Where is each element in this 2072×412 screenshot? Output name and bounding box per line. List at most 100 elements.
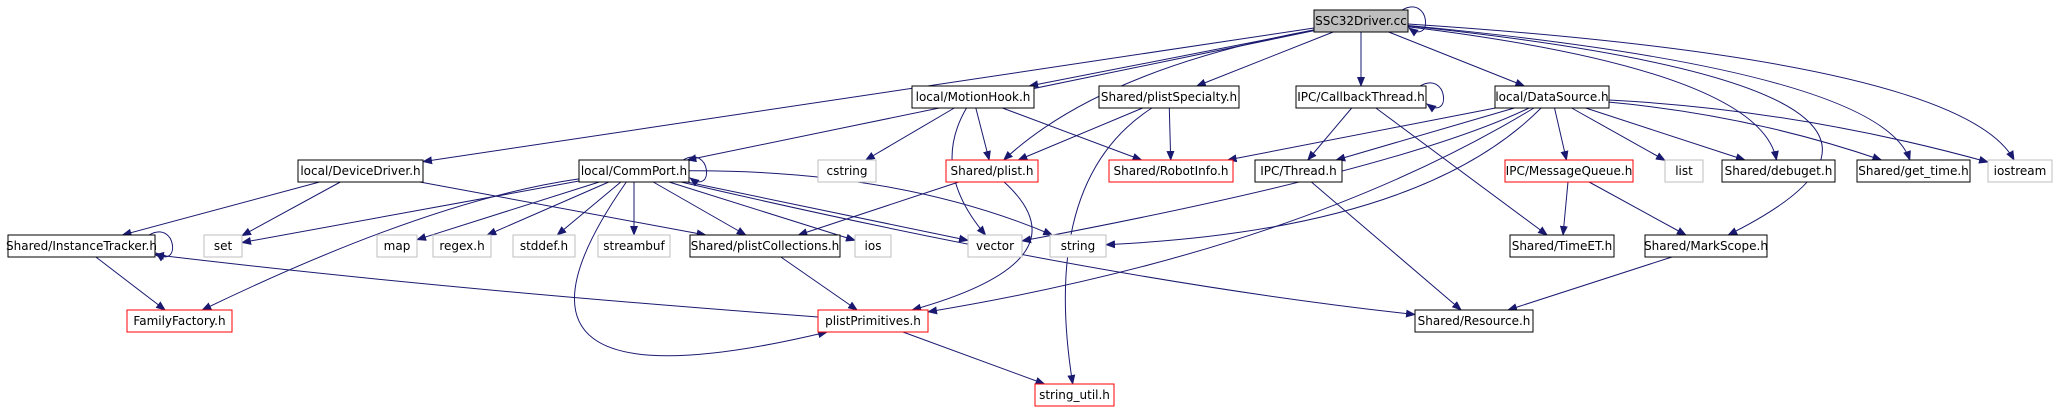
- node-label: plistPrimitives.h: [825, 314, 921, 328]
- node-box: [126, 309, 233, 333]
- node-box: [297, 159, 424, 183]
- node-box: [1295, 85, 1427, 109]
- node-box: [1509, 234, 1615, 258]
- node-local-devicedriver-h[interactable]: local/DeviceDriver.h: [297, 159, 424, 183]
- node-box: [376, 234, 418, 258]
- node-vector: vector: [967, 234, 1023, 258]
- node-label: IPC/MessageQueue.h: [1506, 164, 1633, 178]
- node-box: [1108, 159, 1234, 183]
- node-label: Shared/RobotInfo.h: [1113, 164, 1228, 178]
- edge-ssc32driver_cc-to-local_datasource_h: [1388, 31, 1526, 87]
- node-label: Shared/InstanceTracker.h: [6, 239, 157, 253]
- node-box: [432, 234, 492, 258]
- edge-layer: [95, 6, 2015, 385]
- edge-local_motionhook_h-to-shared_plist_h: [975, 107, 991, 161]
- node-box: [1254, 159, 1343, 183]
- node-local-commport-h[interactable]: local/CommPort.h: [578, 159, 690, 183]
- node-label: set: [214, 239, 233, 253]
- edge-local_datasource_h-to-ipc_messagequeue_h: [1554, 107, 1569, 161]
- node-local-datasource-h[interactable]: local/DataSource.h: [1494, 85, 1610, 109]
- node-shared-plist-h[interactable]: Shared/plist.h: [945, 159, 1039, 183]
- node-label: Shared/MarkScope.h: [1644, 239, 1768, 253]
- edge-ipc_messagequeue_h-to-shared_markscope_h: [1588, 181, 1687, 236]
- node-shared-debuget-h[interactable]: Shared/debuget.h: [1721, 159, 1836, 183]
- edge-local_datasource_h-to-list: [1571, 107, 1666, 161]
- edge-shared_plistspecialty_h-to-string_util_h: [1064, 107, 1153, 385]
- node-box: [854, 234, 892, 258]
- node-label: Shared/debuget.h: [1725, 164, 1833, 178]
- node-shared-robotinfo-h[interactable]: Shared/RobotInfo.h: [1108, 159, 1234, 183]
- edge-local_datasource_h-to-shared_debuget_h: [1585, 107, 1746, 162]
- edge-ssc32driver_cc-to-shared_markscope_h: [1407, 25, 1823, 236]
- edge-local_datasource_h-to-string: [1105, 107, 1542, 249]
- edge-ipc_messagequeue_h-to-shared_timeet_h: [1559, 181, 1569, 236]
- node-ipc-thread-h[interactable]: IPC/Thread.h: [1254, 159, 1343, 183]
- node-box: [1721, 159, 1836, 183]
- node-shared-get-time-h[interactable]: Shared/get_time.h: [1856, 159, 1971, 183]
- node-ssc32driver-cc[interactable]: SSC32Driver.cc: [1313, 9, 1409, 33]
- edge-local_commport_h-to-vector: [686, 181, 969, 243]
- node-box: [817, 159, 877, 183]
- node-box: [1664, 159, 1704, 183]
- node-local-motionhook-h[interactable]: local/MotionHook.h: [911, 85, 1035, 109]
- node-label: map: [384, 239, 411, 253]
- node-box: [817, 309, 929, 333]
- edge-ssc32driver_cc-to-local_devicedriver_h: [422, 27, 1315, 165]
- node-label: IPC/Thread.h: [1260, 164, 1337, 178]
- node-shared-plistcollections-h[interactable]: Shared/plistCollections.h: [689, 234, 841, 258]
- node-shared-markscope-h[interactable]: Shared/MarkScope.h: [1644, 234, 1768, 258]
- node-shared-timeet-h[interactable]: Shared/TimeET.h: [1509, 234, 1615, 258]
- edge-local_commport_h-to-map: [416, 181, 600, 241]
- edge-local_commport_h-to-plistprimitives_h: [573, 181, 829, 357]
- node-label: string: [1061, 239, 1095, 253]
- node-box: [967, 234, 1023, 258]
- node-label: SSC32Driver.cc: [1315, 14, 1407, 28]
- edge-local_motionhook_h-to-shared_robotinfo_h: [1002, 107, 1143, 161]
- node-ipc-callbackthread-h[interactable]: IPC/CallbackThread.h: [1295, 85, 1427, 109]
- node-label: local/MotionHook.h: [916, 90, 1031, 104]
- node-label: iostream: [1994, 164, 2047, 178]
- node-shared-plistspecialty-h[interactable]: Shared/plistSpecialty.h: [1098, 85, 1240, 109]
- node-box: [578, 159, 690, 183]
- edge-local_commport_h-to-string: [688, 170, 1054, 236]
- node-map: map: [376, 234, 418, 258]
- node-ios: ios: [854, 234, 892, 258]
- edge-ipc_callbackthread_h-to-ipc_thread_h: [1307, 107, 1353, 161]
- edge-shared_plistspecialty_h-to-shared_robotinfo_h: [1166, 107, 1175, 161]
- edge-ipc_thread_h-to-shared_resource_h: [1311, 181, 1462, 311]
- node-label: local/CommPort.h: [581, 164, 687, 178]
- node-box: [1987, 159, 2053, 183]
- edge-local_commport_h-to-ios: [668, 181, 856, 242]
- edge-local_devicedriver_h-to-set: [241, 181, 341, 237]
- node-string: string: [1049, 234, 1107, 258]
- node-streambuf: streambuf: [597, 234, 671, 258]
- node-label: FamilyFactory.h: [133, 314, 225, 328]
- node-shared-resource-h[interactable]: Shared/Resource.h: [1414, 309, 1534, 333]
- edge-shared_plistcollections_h-to-plistprimitives_h: [780, 256, 858, 311]
- node-familyfactory-h[interactable]: FamilyFactory.h: [126, 309, 233, 333]
- node-box: [1494, 85, 1610, 109]
- node-cstring: cstring: [817, 159, 877, 183]
- node-regex-h: regex.h: [432, 234, 492, 258]
- node-shared-instancetracker-h[interactable]: Shared/InstanceTracker.h: [6, 234, 157, 258]
- node-label: string_util.h: [1039, 388, 1110, 402]
- edge-local_commport_h-to-regex_h: [486, 181, 609, 236]
- node-box: [911, 85, 1035, 109]
- node-string-util-h[interactable]: string_util.h: [1034, 383, 1115, 407]
- edge-shared_plist_h-to-shared_plistcollections_h: [797, 181, 959, 236]
- edge-local_devicedriver_h-to-shared_instancetracker_h: [121, 181, 320, 237]
- node-plistprimitives-h[interactable]: plistPrimitives.h: [817, 309, 929, 333]
- edge-ssc32driver_cc-to-ssc32driver_cc: [1401, 6, 1427, 37]
- edge-shared_plistspecialty_h-to-shared_plist_h: [1017, 107, 1143, 161]
- node-box: [1049, 234, 1107, 258]
- node-ipc-messagequeue-h[interactable]: IPC/MessageQueue.h: [1504, 159, 1634, 183]
- node-label: Shared/plist.h: [951, 164, 1034, 178]
- edge-local_datasource_h-to-shared_robotinfo_h: [1226, 107, 1496, 163]
- edge-shared_instancetracker_h-to-familyfactory_h: [95, 256, 166, 311]
- node-box: [7, 234, 156, 258]
- edge-local_commport_h-to-shared_plistcollections_h: [652, 181, 747, 236]
- edge-local_datasource_h-to-plistprimitives_h: [927, 107, 1535, 315]
- edge-plistprimitives_h-to-shared_instancetracker_h: [154, 251, 819, 318]
- edge-local_devicedriver_h-to-shared_plistcollections_h: [419, 181, 707, 238]
